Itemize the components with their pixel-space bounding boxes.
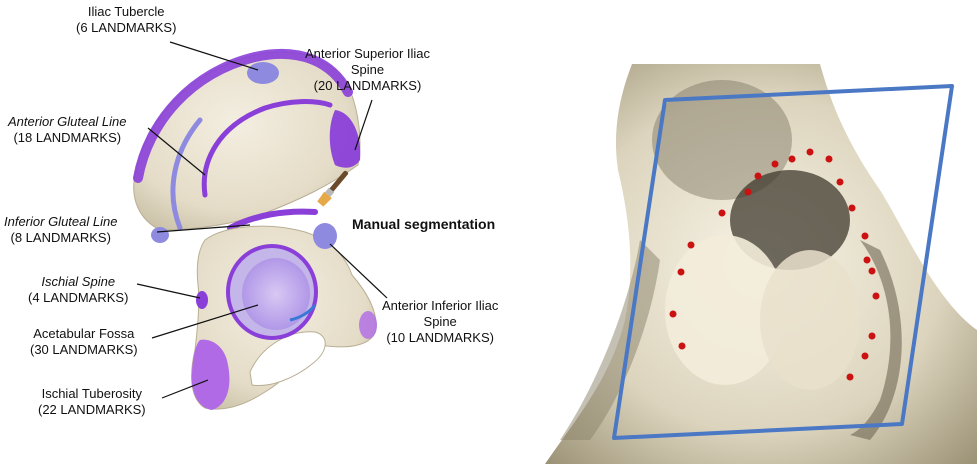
- landmark-point: [688, 242, 695, 249]
- label-count: (8 LANDMARKS): [4, 230, 117, 246]
- label-name: Anterior Inferior Iliac: [382, 298, 498, 314]
- label-count: (10 LANDMARKS): [382, 330, 498, 346]
- label-ischial-tuberosity: Ischial Tuberosity (22 LANDMARKS): [38, 386, 146, 418]
- label-inferior-gluteal-line: Inferior Gluteal Line (8 LANDMARKS): [4, 214, 117, 246]
- landmark-point: [873, 293, 880, 300]
- landmark-point: [826, 156, 833, 163]
- manual-segmentation-label: Manual segmentation: [352, 216, 495, 232]
- landmark-point: [679, 343, 686, 350]
- landmark-point: [807, 149, 814, 156]
- label-name: Iliac Tubercle: [76, 4, 176, 20]
- landmark-point: [847, 374, 854, 381]
- landmark-point: [837, 179, 844, 186]
- label-name-line2: Spine: [305, 62, 430, 78]
- posterior-spine-bump: [151, 227, 169, 243]
- label-anterior-gluteal-line: Anterior Gluteal Line (18 LANDMARKS): [8, 114, 127, 146]
- label-name: Ischial Tuberosity: [38, 386, 146, 402]
- landmark-point: [772, 161, 779, 168]
- label-count: (20 LANDMARKS): [305, 78, 430, 94]
- landmark-point: [670, 311, 677, 318]
- label-asis: Anterior Superior Iliac Spine (20 LANDMA…: [305, 46, 430, 94]
- label-count: (18 LANDMARKS): [8, 130, 127, 146]
- landmark-point: [869, 268, 876, 275]
- ischial-spine-region: [196, 291, 208, 309]
- iliac-tubercle-region: [247, 62, 279, 84]
- landmark-point: [864, 257, 871, 264]
- closeup-inner-right: [760, 250, 860, 390]
- landmark-point: [862, 353, 869, 360]
- label-name: Anterior Gluteal Line: [8, 114, 127, 130]
- landmark-point: [745, 189, 752, 196]
- label-count: (22 LANDMARKS): [38, 402, 146, 418]
- landmark-point: [862, 233, 869, 240]
- label-name: Anterior Superior Iliac: [305, 46, 430, 62]
- label-name: Ischial Spine: [28, 274, 128, 290]
- label-count: (4 LANDMARKS): [28, 290, 128, 306]
- landmark-point: [869, 333, 876, 340]
- label-iliac-tubercle: Iliac Tubercle (6 LANDMARKS): [76, 4, 176, 36]
- label-name: Acetabular Fossa: [30, 326, 138, 342]
- leader-ischial-spine: [137, 284, 200, 298]
- landmark-point: [719, 210, 726, 217]
- pubic-region: [359, 311, 377, 339]
- landmark-point: [849, 205, 856, 212]
- landmark-point: [678, 269, 685, 276]
- label-name: Inferior Gluteal Line: [4, 214, 117, 230]
- label-count: (30 LANDMARKS): [30, 342, 138, 358]
- closeup-render: [540, 64, 977, 464]
- label-name-line2: Spine: [382, 314, 498, 330]
- aiis-region: [313, 223, 337, 249]
- acetabular-fossa-region: [242, 258, 310, 330]
- landmark-point: [789, 156, 796, 163]
- label-count: (6 LANDMARKS): [76, 20, 176, 36]
- label-acetabular-fossa: Acetabular Fossa (30 LANDMARKS): [30, 326, 138, 358]
- label-ischial-spine: Ischial Spine (4 LANDMARKS): [28, 274, 128, 306]
- label-aiis: Anterior Inferior Iliac Spine (10 LANDMA…: [382, 298, 498, 346]
- landmark-point: [755, 173, 762, 180]
